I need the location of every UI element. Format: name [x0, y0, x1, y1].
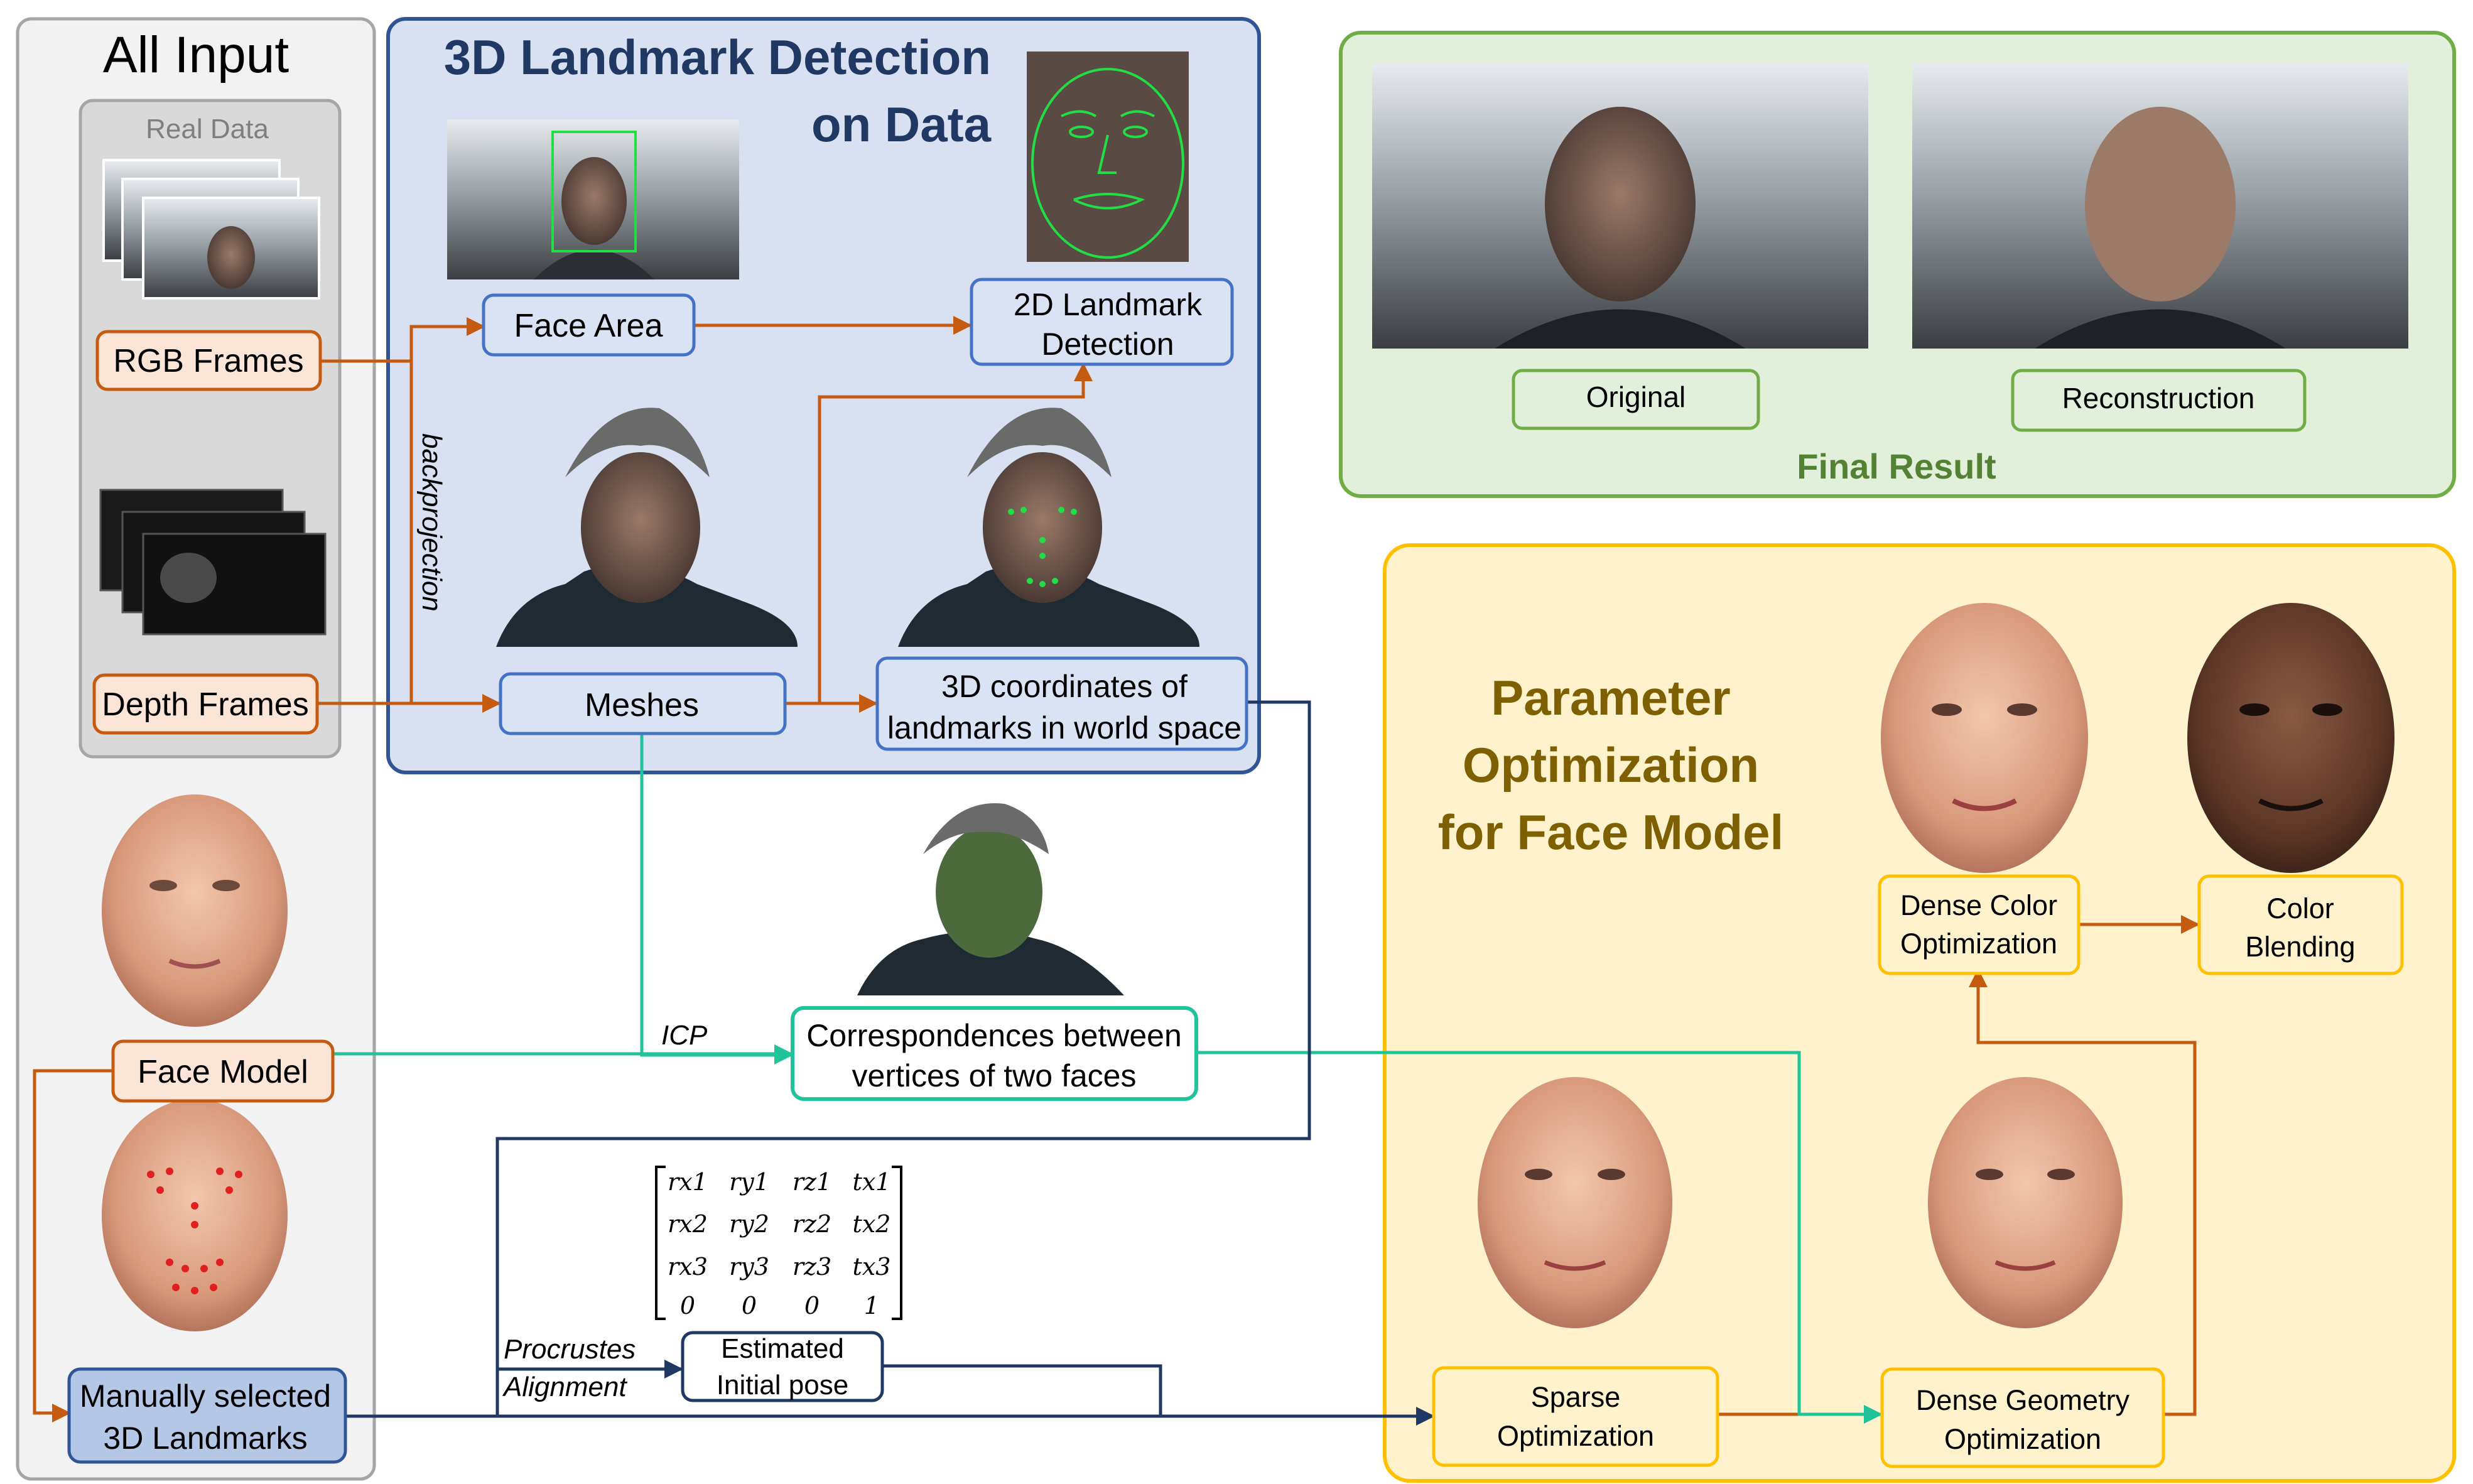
matrix-cell: rz2: [793, 1210, 831, 1238]
landmark-2d-label-l1: 2D Landmark: [1014, 287, 1203, 322]
original-photo: [1372, 63, 1868, 349]
matrix-cell: 0: [680, 1292, 695, 1319]
color-blending-node: [2197, 874, 2404, 975]
depth-frames-label: Depth Frames: [102, 686, 308, 723]
dense-geometry-label-l2: Optimization: [1944, 1423, 2101, 1455]
reconstruction-label: Reconstruction: [2062, 382, 2255, 414]
dense-color-face-render: [1881, 603, 2088, 873]
param-title-line2: Optimization: [1463, 737, 1759, 793]
original-node: [1512, 369, 1760, 430]
landmark-2d-node: [970, 278, 1234, 366]
matrix-cell: ry3: [729, 1253, 769, 1281]
param-title-line3: for Face Model: [1438, 804, 1783, 860]
correspondences-node: [791, 1006, 1198, 1101]
dense-color-label-l2: Optimization: [1900, 928, 2057, 960]
face-model-node: [111, 1039, 335, 1103]
color-blending-label-l2: Blending: [2245, 931, 2355, 963]
backprojection-label: backprojection: [416, 433, 447, 612]
matrix-cell: tx3: [853, 1253, 891, 1281]
matrix-cell: rx1: [668, 1168, 708, 1196]
matrix-cell: tx2: [853, 1210, 891, 1238]
matrix-cell: ry2: [729, 1210, 769, 1238]
correspondences-label-l2: vertices of two faces: [852, 1058, 1137, 1093]
sparse-optimization-label-l2: Optimization: [1497, 1420, 1654, 1452]
depth-frames-stack-image: [99, 489, 327, 636]
matrix-cell: 0: [742, 1292, 757, 1319]
original-label: Original: [1586, 381, 1686, 413]
teal-connectors: [333, 735, 1883, 1424]
navy-connectors: [347, 700, 1435, 1426]
param-title-line1: Parameter: [1491, 670, 1731, 725]
dense-geometry-face-render: [1928, 1077, 2123, 1328]
dense-geometry-label-l1: Dense Geometry: [1916, 1384, 2130, 1416]
manual-landmarks-node: [67, 1367, 347, 1464]
face-area-photo: [447, 119, 739, 279]
manual-landmarks-label-l1: Manually selected: [80, 1378, 331, 1414]
rgb-frames-node: [95, 330, 322, 391]
sparse-optimization-node: [1432, 1366, 1719, 1467]
dense-color-label-l1: Dense Color: [1900, 889, 2057, 921]
face-model-landmarks-render: [102, 1099, 288, 1331]
matrix-cell: 0: [804, 1292, 820, 1319]
correspondences-pointcloud-image: [857, 803, 1124, 995]
matrix-cell: ry1: [729, 1168, 769, 1196]
dense-color-node: [1878, 874, 2081, 975]
rgb-frames-stack-image: [102, 159, 320, 300]
all-input-title: All Input: [103, 26, 290, 84]
landmark-2d-label-l2: Detection: [1041, 327, 1174, 362]
reconstruction-node: [2011, 369, 2307, 432]
dense-geometry-node: [1880, 1367, 2165, 1468]
real-data-label: Real Data: [146, 114, 269, 144]
mesh-pointcloud-image: [496, 408, 798, 647]
matrix-cell: rx3: [668, 1253, 708, 1281]
depth-frames-node: [92, 673, 319, 735]
coords-3d-node: [875, 656, 1248, 751]
matrix-cell: rx2: [668, 1210, 708, 1238]
face-area-label: Face Area: [514, 308, 663, 344]
matrix-cell: tx1: [853, 1168, 891, 1196]
reconstruction-photo: [1912, 63, 2408, 349]
estimated-pose-node: [681, 1331, 884, 1402]
procrustes-label-l1: Procrustes: [504, 1334, 636, 1365]
sparse-optimization-label-l1: Sparse: [1531, 1381, 1621, 1413]
rgb-frames-label: RGB Frames: [113, 343, 303, 379]
matrix-cell: 1: [864, 1292, 879, 1319]
landmark-3d-pointcloud-image: [898, 408, 1199, 647]
pose-matrix: rx1 ry1 rz1 tx1 rx2 ry2 rz2 tx2 rx3 ry3 …: [655, 1166, 902, 1320]
orange-connectors: [33, 316, 2200, 1422]
color-blending-label-l1: Color: [2266, 892, 2334, 924]
matrix-cell: rz1: [793, 1168, 831, 1196]
estimated-pose-label-l1: Estimated: [721, 1333, 844, 1364]
face-area-node: [482, 293, 696, 357]
matrix-cell: rz3: [793, 1253, 831, 1281]
estimated-pose-label-l2: Initial pose: [717, 1370, 848, 1400]
final-result-title: Final Result: [1797, 447, 1996, 486]
coords-3d-label-l2: landmarks in world space: [887, 710, 1242, 745]
face-model-render: [102, 794, 288, 1027]
procrustes-label-l2: Alignment: [502, 1372, 627, 1402]
color-blending-face-render: [2187, 603, 2395, 873]
face-model-label: Face Model: [138, 1054, 308, 1090]
landmark-title-line2: on Data: [811, 97, 992, 152]
meshes-label: Meshes: [585, 687, 699, 723]
sparse-face-render: [1478, 1077, 1672, 1328]
coords-3d-label-l1: 3D coordinates of: [941, 669, 1188, 704]
icp-label: ICP: [661, 1020, 708, 1051]
manual-landmarks-label-l2: 3D Landmarks: [103, 1421, 307, 1456]
meshes-node: [499, 672, 787, 735]
landmark-title-line1: 3D Landmark Detection: [444, 30, 991, 85]
landmark-2d-face-image: [1027, 51, 1189, 262]
correspondences-label-l1: Correspondences between: [806, 1018, 1182, 1053]
